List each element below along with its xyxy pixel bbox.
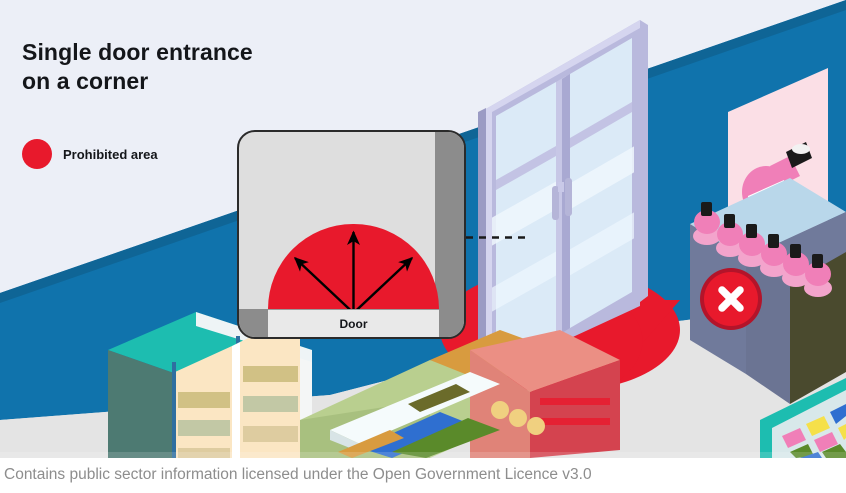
door-swept-area-inset: Door — [237, 130, 466, 339]
inset-door-threshold: Door — [268, 309, 439, 337]
legend: Prohibited area — [22, 139, 158, 169]
prohibited-area-dot — [22, 139, 52, 169]
illustration-stage: Single door entrance on a corner Prohibi… — [0, 0, 846, 458]
inset-door-label: Door — [339, 316, 368, 331]
title-line-2: on a corner — [22, 68, 149, 94]
product-rows — [338, 384, 500, 458]
refrigerated-cabinet[interactable] — [108, 312, 312, 458]
product-bin — [760, 378, 846, 458]
bottle-row — [693, 202, 832, 297]
inset-wall-right — [435, 132, 464, 337]
caption-text: Contains public sector information licen… — [4, 466, 592, 483]
glass-double-door[interactable] — [470, 20, 652, 382]
inset-wall-bottom-left — [239, 309, 268, 337]
image-caption: Contains public sector information licen… — [4, 460, 844, 490]
figure-title: Single door entrance on a corner — [22, 38, 352, 96]
bottle-cluster — [491, 401, 545, 435]
centre-gondola-shelving — [300, 330, 620, 458]
title-line-1: Single door entrance — [22, 39, 253, 65]
legend-label: Prohibited area — [63, 146, 158, 162]
no-entry-badge — [700, 268, 762, 330]
cabinet-glass-doors — [172, 314, 300, 458]
swing-direction-arrows — [293, 230, 414, 314]
callout-connector-line — [466, 236, 528, 239]
